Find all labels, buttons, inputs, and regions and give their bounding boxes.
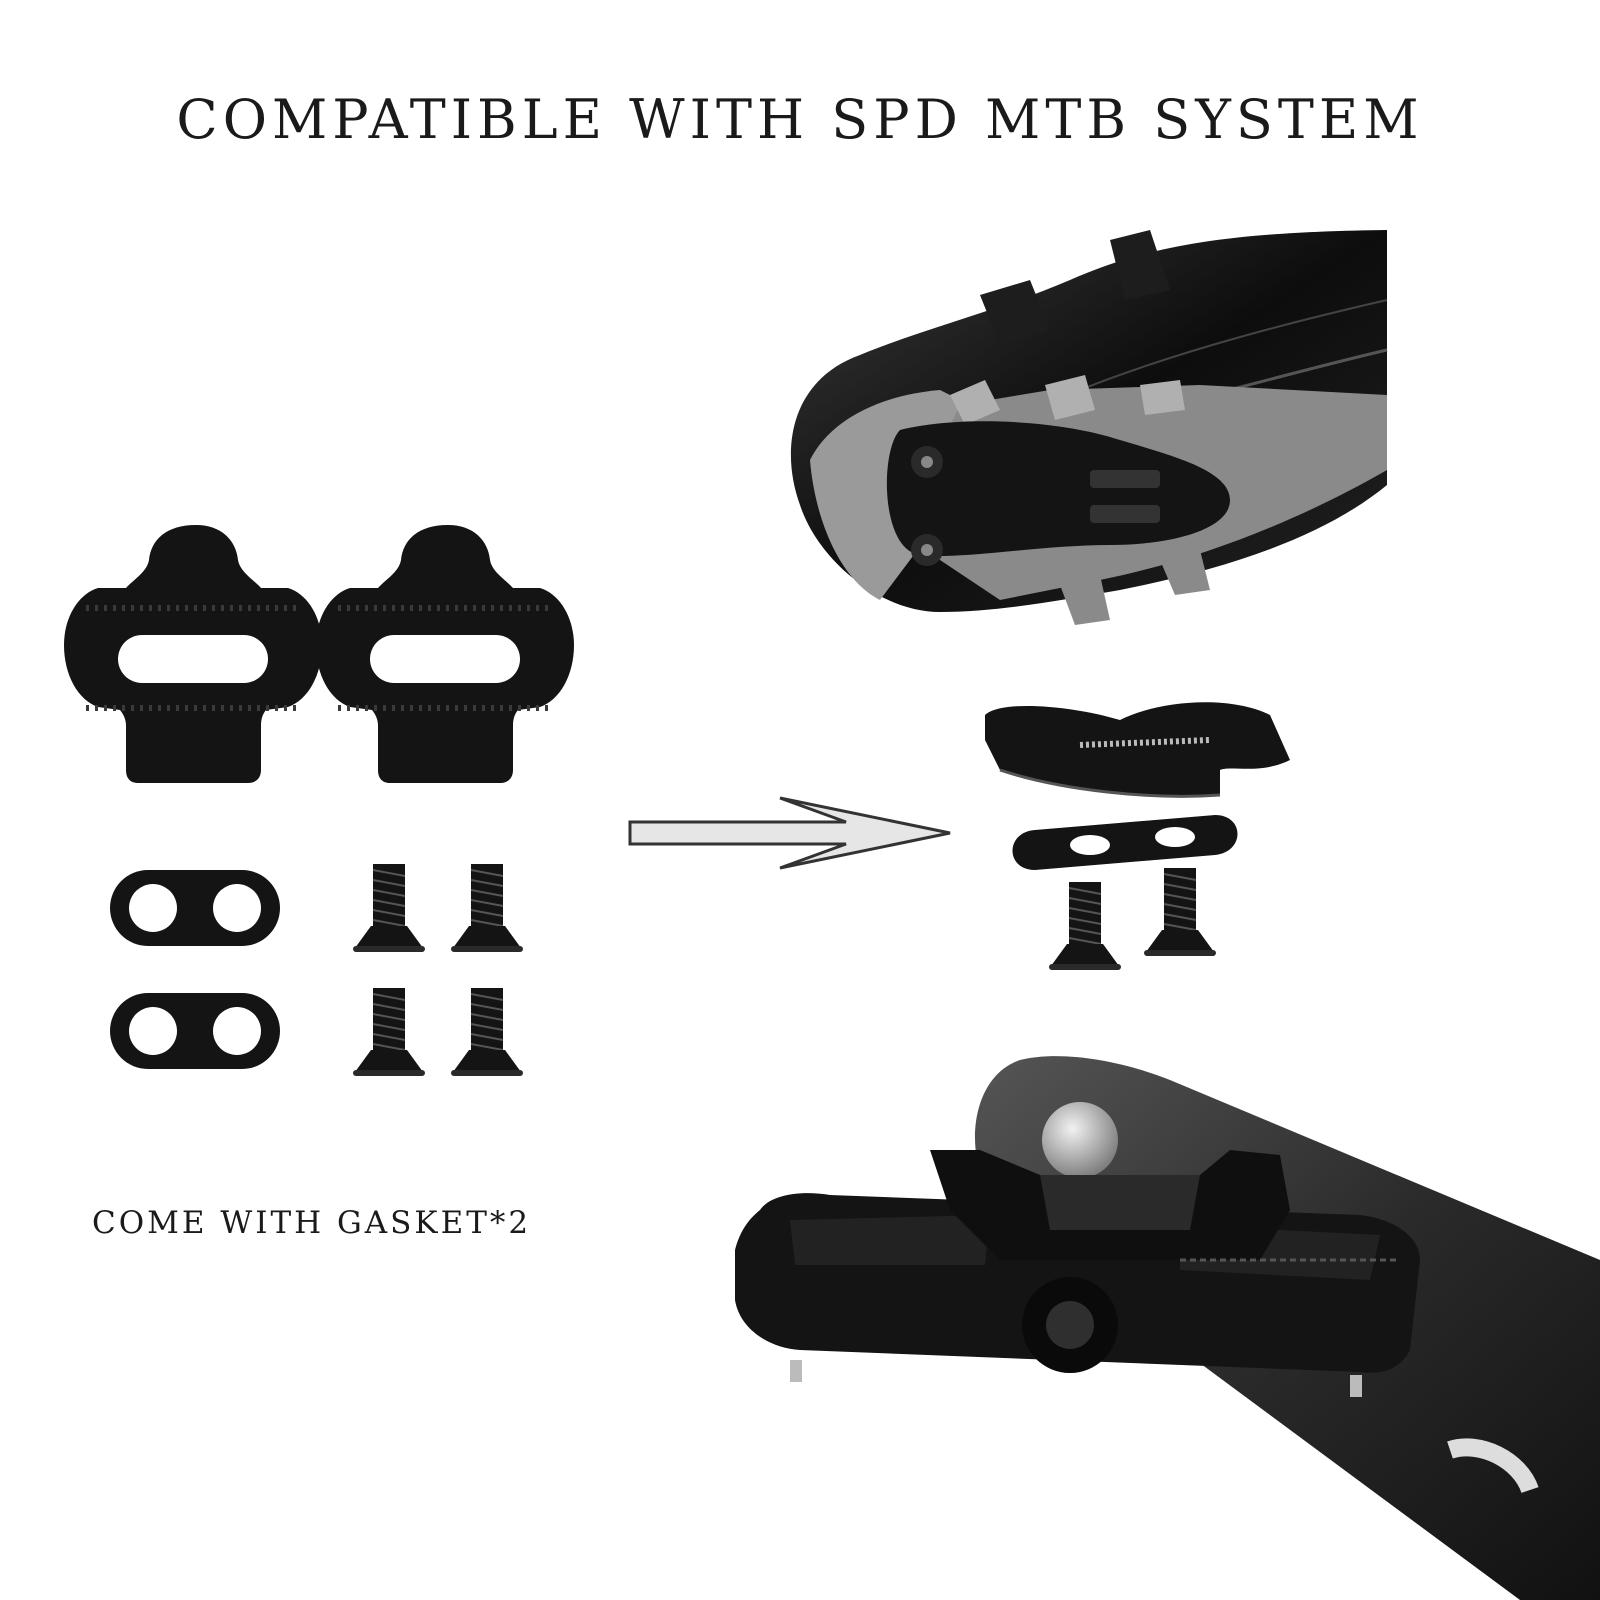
bolt-icon (1048, 881, 1122, 971)
gasket-top-icon (110, 870, 280, 946)
bolt-icon (450, 987, 524, 1077)
bolt-icon (1143, 867, 1217, 957)
exploded-gasket-icon (1012, 815, 1238, 870)
cycling-shoe-icon (790, 230, 1388, 625)
arrow-right-icon (628, 796, 951, 870)
exploded-cleat-icon (985, 702, 1290, 798)
package-caption: COME WITH GASKET*2 (92, 1205, 532, 1241)
gasket-bottom-icon (110, 993, 280, 1069)
bolt-icon (352, 987, 426, 1077)
bolt-icon (450, 863, 524, 953)
bolt-icon (352, 863, 426, 953)
clipless-pedal-icon (735, 1102, 1420, 1397)
page-title: COMPATIBLE WITH SPD MTB SYSTEM (176, 88, 1424, 151)
cleat-right-icon (316, 525, 574, 783)
cleat-left-icon (64, 525, 322, 783)
